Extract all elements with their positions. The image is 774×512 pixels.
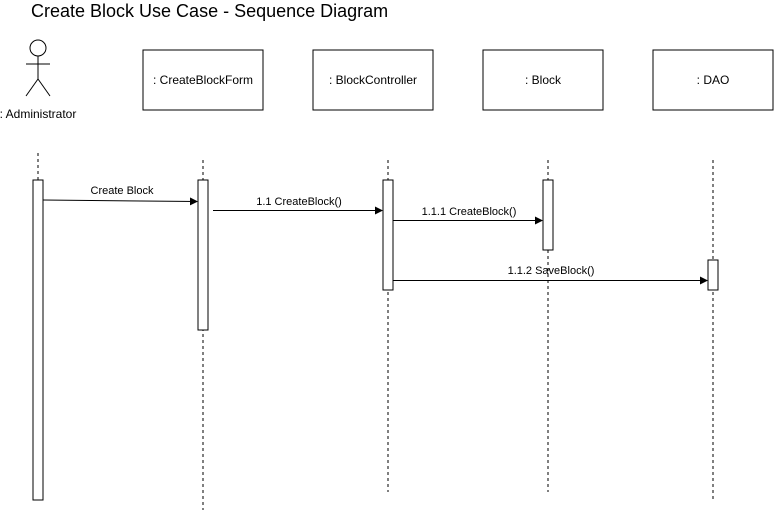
message-label: 1.1.2 SaveBlock(): [508, 265, 595, 277]
activation-dao: [707, 259, 719, 291]
participant-label-dao: : DAO: [697, 73, 730, 87]
participant-blockcontroller: : BlockController: [312, 49, 434, 111]
activation-blockcontroller: [382, 179, 394, 291]
message-1-1-1-createblock: 1.1.1 CreateBlock(): [393, 206, 543, 225]
activation-block: [542, 179, 554, 251]
message-label: 1.1 CreateBlock(): [256, 196, 342, 208]
message-arrow: [42, 197, 198, 206]
activation-createblockform: [197, 179, 209, 331]
participant-label-block: : Block: [525, 73, 562, 87]
actor-label: : Administrator: [0, 107, 76, 121]
participant-label-createblockform: : CreateBlockForm: [153, 73, 253, 87]
actor-stick-figure-icon: [25, 39, 51, 97]
participant-dao: : DAO: [652, 49, 774, 111]
message-1-1-2-saveblock: 1.1.2 SaveBlock(): [393, 265, 708, 285]
actor-administrator: : Administrator: [0, 39, 76, 121]
participant-block: : Block: [482, 49, 604, 111]
participant-label-blockcontroller: : BlockController: [329, 73, 417, 87]
message-1-1-createblock: 1.1 CreateBlock(): [213, 196, 383, 215]
message-label: 1.1.1 CreateBlock(): [422, 206, 517, 218]
participant-createblockform: : CreateBlockForm: [142, 49, 264, 111]
activation-administrator: [32, 179, 44, 501]
diagram-title: Create Block Use Case - Sequence Diagram: [31, 1, 389, 21]
message-label: Create Block: [91, 185, 154, 197]
message-create-block: Create Block: [42, 185, 198, 206]
